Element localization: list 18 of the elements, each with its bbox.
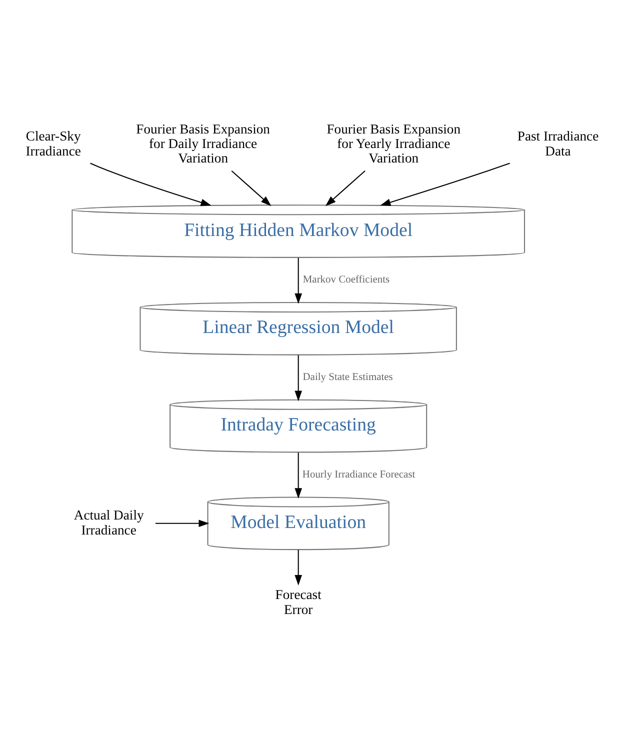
edge-label: Daily State Estimates bbox=[302, 372, 393, 383]
arrow bbox=[325, 170, 366, 206]
arrow bbox=[294, 550, 302, 586]
node-text: Fourier Basis Expansion for Daily Irradiance Variation bbox=[136, 121, 270, 166]
arrow bbox=[90, 162, 212, 206]
arrow bbox=[380, 162, 510, 206]
arrow bbox=[294, 452, 302, 499]
edge-label: Hourly Irradiance Forecast bbox=[302, 469, 416, 480]
edge-label: Markov Coefficients bbox=[302, 274, 390, 286]
node-text: Actual Daily Irradiance bbox=[74, 508, 144, 538]
node-text: Past Irradiance Data bbox=[517, 128, 599, 158]
node-text: Fourier Basis Expansion for Yearly Irradiance Variation bbox=[326, 121, 461, 166]
arrow bbox=[294, 258, 302, 304]
node-text: Forecast Error bbox=[275, 587, 322, 617]
arrow bbox=[231, 170, 272, 206]
arrow bbox=[155, 520, 210, 528]
arrow bbox=[294, 355, 302, 402]
node-text: Clear-Sky Irradiance bbox=[26, 128, 81, 158]
